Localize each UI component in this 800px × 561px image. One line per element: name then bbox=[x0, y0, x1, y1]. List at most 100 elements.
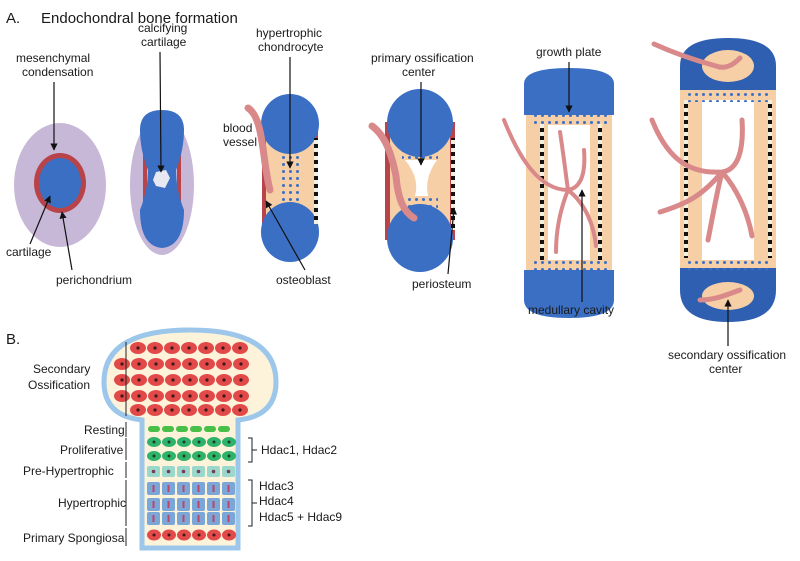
label-cartilage: cartilage bbox=[6, 245, 52, 259]
cell-nucleus bbox=[197, 440, 201, 444]
zone-label-ossification: Ossification bbox=[28, 378, 90, 392]
hdac-label-4: Hdac4 bbox=[259, 494, 294, 508]
cell-nucleus bbox=[152, 485, 155, 492]
cell-nucleus bbox=[187, 408, 191, 412]
cell-nucleus bbox=[137, 378, 141, 382]
cell-nucleus bbox=[151, 469, 156, 474]
stage6-periosteum-left bbox=[684, 100, 688, 258]
stage4-lower-bone-front bbox=[402, 198, 438, 210]
zone-label-resting: Resting bbox=[84, 423, 125, 437]
cell-nucleus bbox=[212, 485, 215, 492]
cell-nucleus bbox=[152, 440, 156, 444]
label-periosteum: periosteum bbox=[412, 277, 471, 291]
cell-nucleus bbox=[226, 469, 231, 474]
resting-chondrocyte bbox=[190, 426, 202, 432]
hdac-bracket-proliferative bbox=[248, 437, 257, 463]
stage6-lower-growth-plate bbox=[684, 258, 772, 270]
cell-nucleus bbox=[227, 485, 230, 492]
cell-nucleus bbox=[227, 515, 230, 522]
stage-growth-plate bbox=[502, 68, 614, 318]
cell-nucleus bbox=[205, 378, 209, 382]
cell-nucleus bbox=[188, 394, 192, 398]
label-mesenchymal: mesenchymal bbox=[16, 51, 90, 65]
hdac-bracket-hypertrophic bbox=[248, 479, 257, 527]
zone-label-primary-spongiosa: Primary Spongiosa bbox=[23, 531, 125, 545]
panel-b-letter: B. bbox=[6, 331, 20, 348]
calcifying-perichondrium-left bbox=[143, 140, 147, 230]
cell-nucleus bbox=[166, 469, 171, 474]
cell-nucleus bbox=[182, 501, 185, 508]
hypertrophic-zone-cells bbox=[147, 482, 235, 525]
cell-nucleus bbox=[136, 346, 140, 350]
cell-nucleus bbox=[181, 469, 186, 474]
cell-nucleus bbox=[221, 346, 225, 350]
stage5-periosteum-left bbox=[540, 124, 544, 260]
panel-a-title: Endochondral bone formation bbox=[41, 10, 238, 27]
cell-nucleus bbox=[167, 454, 171, 458]
stage5-upper-growth-plate bbox=[530, 112, 608, 124]
resting-chondrocyte bbox=[176, 426, 188, 432]
stage4-periosteum bbox=[451, 138, 455, 230]
cell-nucleus bbox=[197, 515, 200, 522]
cell-nucleus bbox=[153, 346, 157, 350]
arrow-perichondrium bbox=[59, 211, 73, 271]
label-secondary-ossification: secondary ossification bbox=[668, 348, 786, 362]
cell-nucleus bbox=[188, 378, 192, 382]
cell-nucleus bbox=[154, 378, 158, 382]
cell-nucleus bbox=[152, 515, 155, 522]
stage-secondary-ossification bbox=[649, 38, 776, 322]
hdac-label-3: Hdac3 bbox=[259, 479, 294, 493]
cell-nucleus bbox=[187, 346, 191, 350]
cell-nucleus bbox=[167, 515, 170, 522]
label-growth-plate: growth plate bbox=[536, 45, 602, 59]
cell-nucleus bbox=[197, 533, 201, 537]
label-vessel: vessel bbox=[223, 135, 257, 149]
cell-nucleus bbox=[239, 378, 243, 382]
cell-nucleus bbox=[137, 362, 141, 366]
cartilage-core bbox=[39, 158, 81, 208]
stage4-blood-vessel bbox=[368, 122, 418, 222]
hdac-label-5-9: Hdac5 + Hdac9 bbox=[259, 510, 342, 524]
cell-nucleus bbox=[197, 454, 201, 458]
arrow-periosteum bbox=[447, 207, 457, 275]
cell-nucleus bbox=[239, 394, 243, 398]
label-primary-ossification: primary ossification bbox=[371, 51, 474, 65]
prehypertrophic-zone-cells bbox=[147, 466, 235, 477]
label-perichondrium: perichondrium bbox=[56, 273, 132, 287]
cell-nucleus bbox=[222, 362, 226, 366]
cell-nucleus bbox=[238, 346, 242, 350]
arrow-cartilage bbox=[29, 195, 51, 245]
cell-nucleus bbox=[222, 378, 226, 382]
cell-nucleus bbox=[222, 394, 226, 398]
cell-nucleus bbox=[154, 394, 158, 398]
cell-nucleus bbox=[204, 408, 208, 412]
label-osteoblast: osteoblast bbox=[276, 273, 331, 287]
stage5-bottom-cartilage bbox=[524, 270, 614, 318]
cell-nucleus bbox=[154, 362, 158, 366]
cell-nucleus bbox=[182, 533, 186, 537]
stage-calcifying-cartilage bbox=[130, 110, 194, 255]
cell-nucleus bbox=[182, 515, 185, 522]
cell-nucleus bbox=[212, 454, 216, 458]
stage3-hypertrophic-cells bbox=[279, 134, 301, 218]
cell-nucleus bbox=[170, 346, 174, 350]
cell-nucleus bbox=[120, 362, 124, 366]
stage-vascular-invasion bbox=[244, 94, 319, 262]
label-condensation: condensation bbox=[22, 65, 93, 79]
cell-nucleus bbox=[196, 469, 201, 474]
cell-nucleus bbox=[239, 362, 243, 366]
cell-nucleus bbox=[120, 378, 124, 382]
cell-nucleus bbox=[188, 362, 192, 366]
cell-nucleus bbox=[211, 469, 216, 474]
stage6-blood-vessels bbox=[649, 41, 755, 303]
cell-nucleus bbox=[212, 515, 215, 522]
resting-chondrocyte bbox=[204, 426, 216, 432]
stage5-periosteum-right bbox=[598, 124, 602, 260]
label-hypertrophic: hypertrophic bbox=[256, 26, 322, 40]
resting-chondrocyte bbox=[148, 426, 160, 432]
cell-nucleus bbox=[182, 440, 186, 444]
stage4-marrow-space bbox=[405, 160, 437, 196]
cell-nucleus bbox=[167, 440, 171, 444]
stage5-lower-growth-plate bbox=[530, 260, 608, 272]
stage3-blood-vessel bbox=[244, 104, 274, 194]
